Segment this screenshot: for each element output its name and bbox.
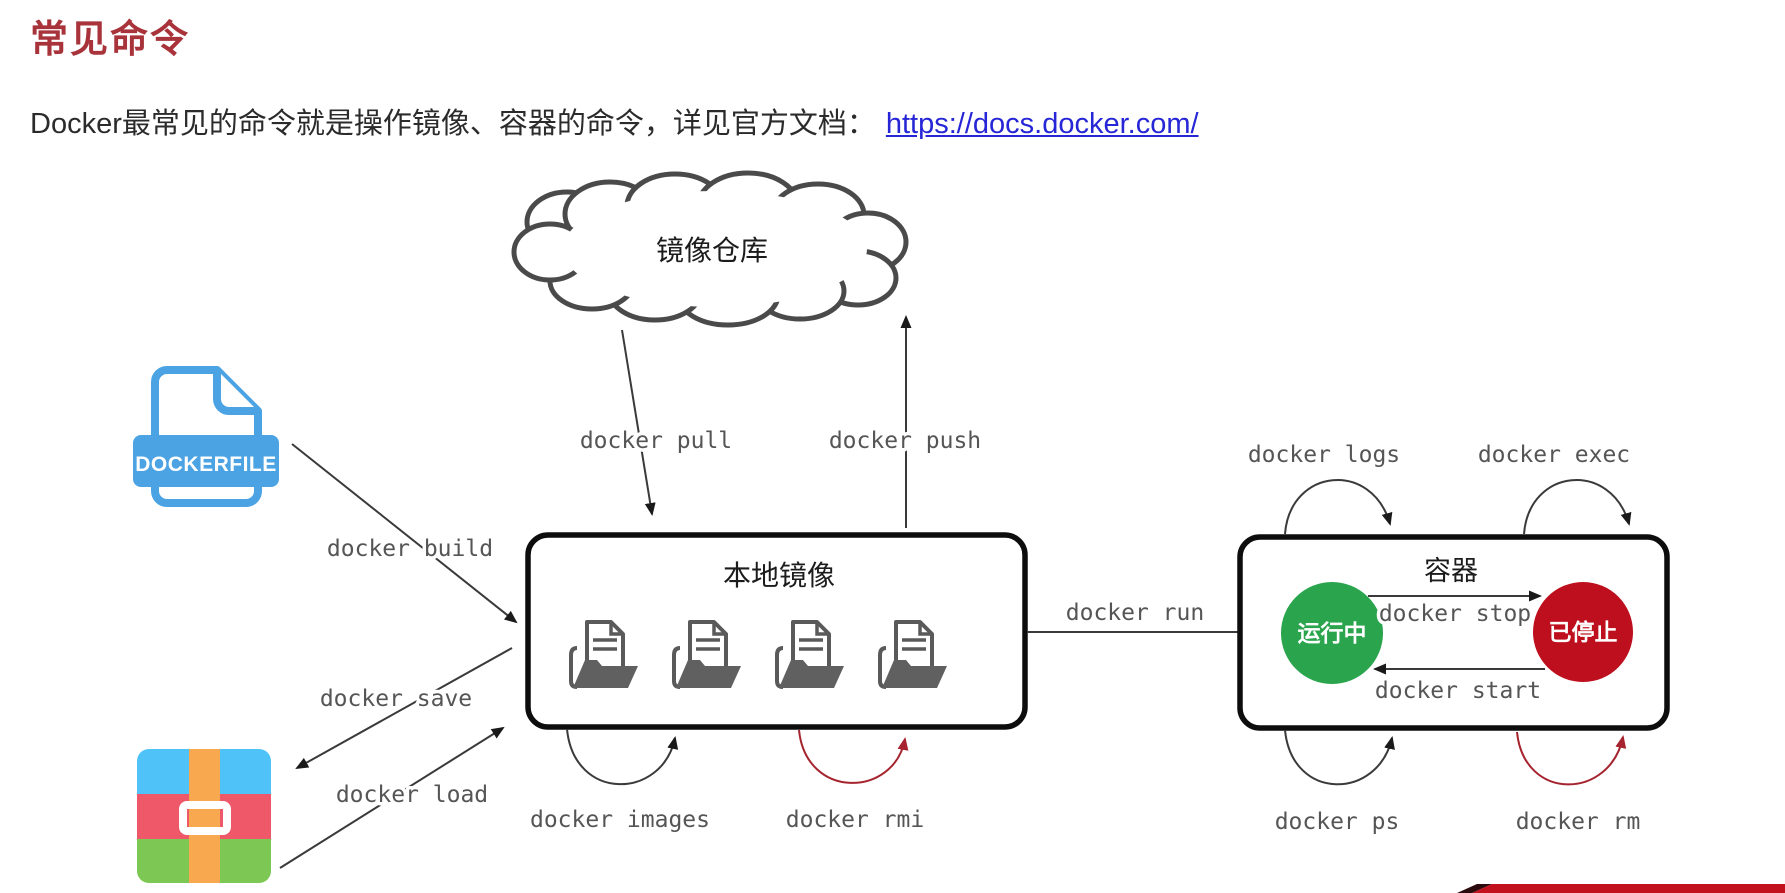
exec-loop-arrow (1523, 479, 1632, 535)
image-file-folder-icon (878, 620, 947, 689)
images-loop-arrow (566, 728, 679, 786)
registry-cloud-label: 镜像仓库 (656, 235, 768, 266)
logs-command-label: docker logs (1248, 442, 1400, 468)
dockerfile-label: DOCKERFILE (135, 453, 277, 476)
stop-command-label: docker stop (1379, 601, 1531, 627)
container-label: 容器 (1424, 556, 1478, 586)
start-command-label: docker start (1375, 678, 1541, 704)
rmi-command-label: docker rmi (786, 807, 924, 833)
local-images-label: 本地镜像 (723, 560, 835, 591)
load-command-label: docker load (336, 782, 488, 808)
running-state-circle (1281, 582, 1383, 684)
save-command-label: docker save (320, 686, 472, 712)
ps-command-label: docker ps (1275, 809, 1400, 835)
pull-arrow (621, 329, 656, 516)
images-command-label: docker images (530, 807, 710, 833)
exec-command-label: docker exec (1478, 442, 1630, 468)
load-arrow (279, 726, 505, 869)
docs-link[interactable]: https://docs.docker.com/ (885, 108, 1199, 140)
run-command-label: docker run (1066, 600, 1204, 626)
image-file-folder-icon (775, 620, 844, 689)
build-arrow (291, 443, 518, 624)
registry-cloud-shape: 镜像仓库 (511, 170, 909, 328)
image-file-folder-icon (672, 620, 741, 689)
image-file-folder-icon (569, 620, 638, 689)
bottom-right-banner (1457, 884, 1785, 893)
intro-text: Docker最常见的命令就是操作镜像、容器的命令，详见官方文档： (30, 108, 876, 140)
intro-paragraph: Docker最常见的命令就是操作镜像、容器的命令，详见官方文档： https://… (30, 100, 1199, 142)
stopped-state-label: 已停止 (1549, 619, 1618, 645)
stopped-state-circle (1533, 582, 1633, 682)
build-command-label: docker build (327, 536, 493, 562)
rm-command-label: docker rm (1516, 809, 1641, 835)
save-arrow (295, 647, 513, 769)
pull-command-label: docker pull (580, 428, 732, 454)
logs-loop-arrow (1284, 479, 1393, 535)
rm-loop-arrow (1516, 731, 1627, 786)
archive-tar-icon (137, 749, 271, 883)
dockerfile-file-icon: DOCKERFILE (133, 366, 279, 507)
push-command-label: docker push (829, 428, 981, 454)
ps-loop-arrow (1284, 729, 1395, 786)
rmi-loop-arrow (798, 729, 909, 784)
page-title: 常见命令 (30, 19, 191, 61)
running-state-label: 运行中 (1298, 620, 1367, 646)
